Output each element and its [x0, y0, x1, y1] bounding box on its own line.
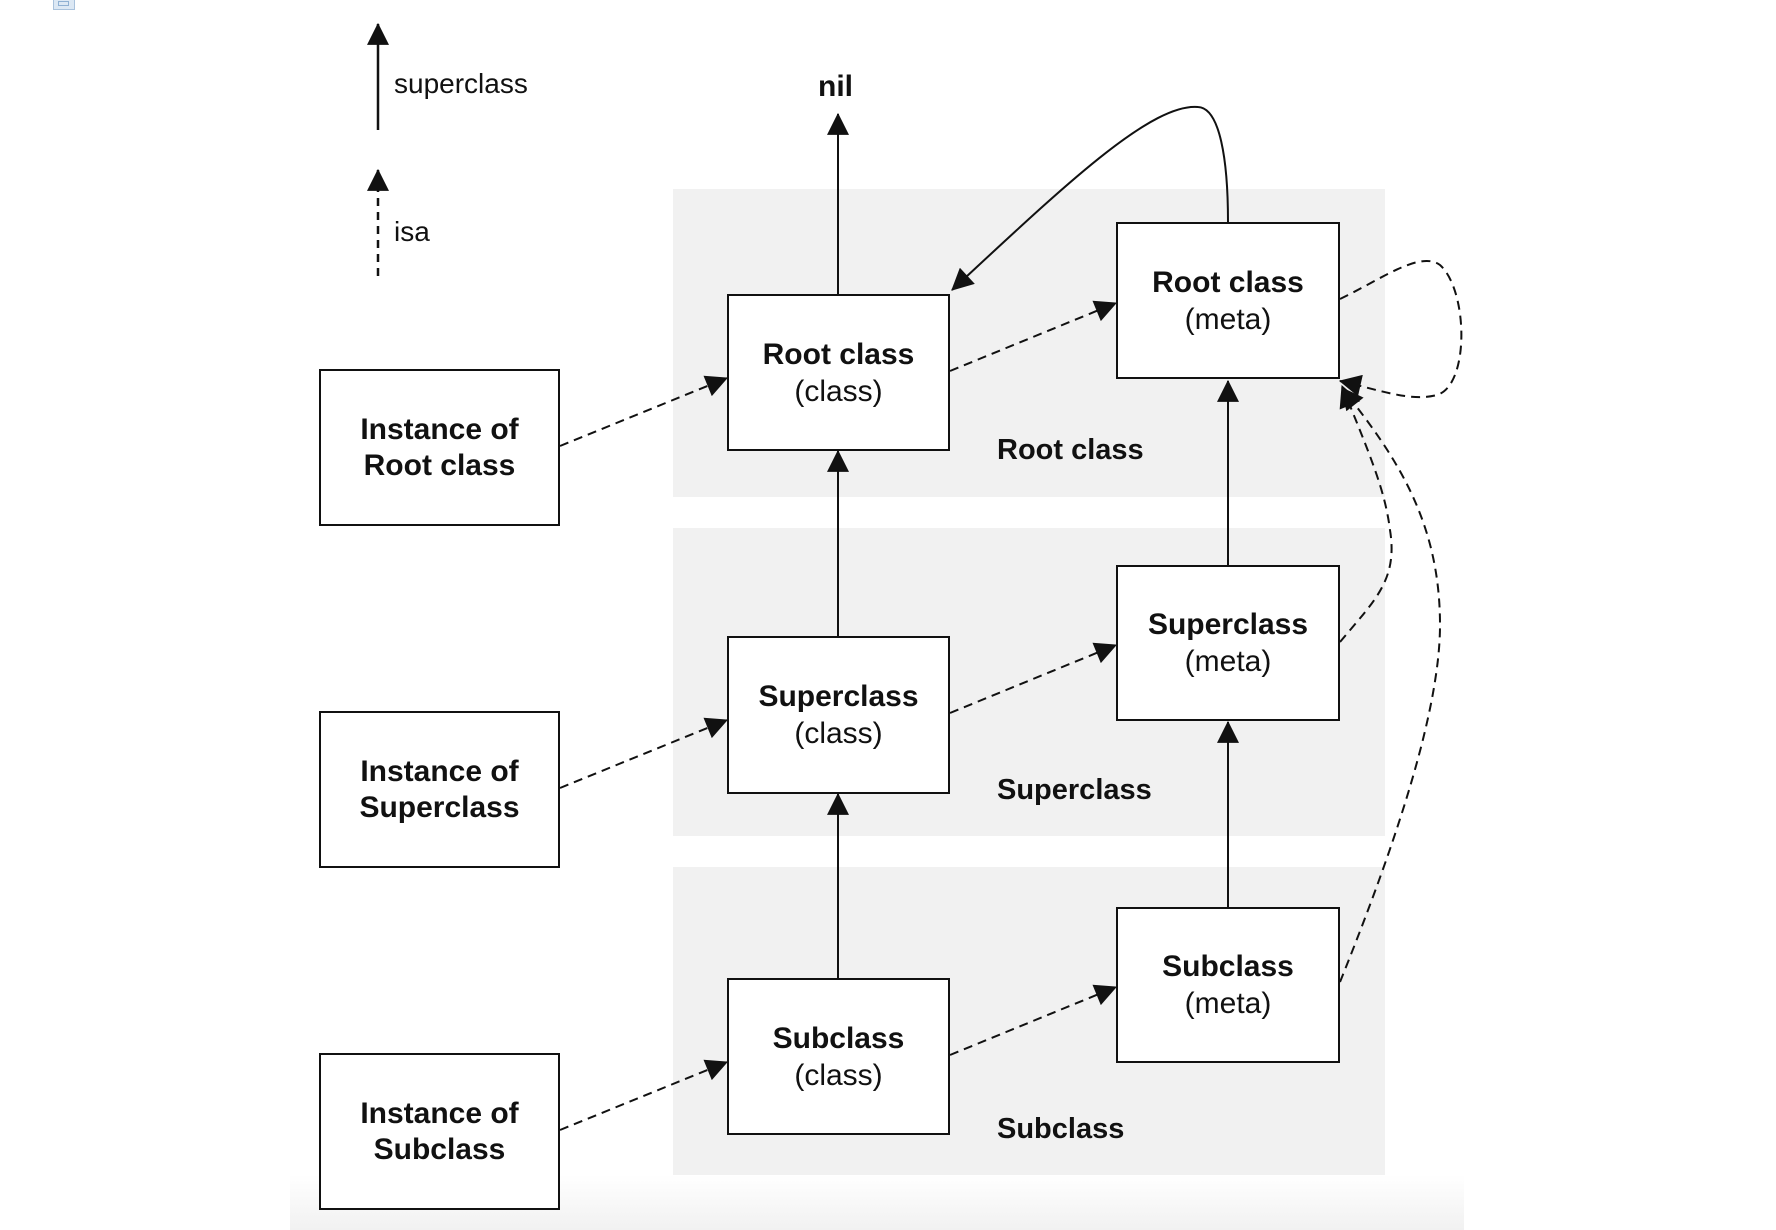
- root-class-kind: (class): [794, 374, 883, 408]
- isa-edge-supermeta-to-rootmeta: [1339, 384, 1393, 643]
- instance-sub-line2: Subclass: [373, 1132, 506, 1166]
- instance-root-class-box: Instance of Root class: [319, 369, 560, 526]
- subclass-class-name: Subclass: [772, 1021, 905, 1055]
- superclass-meta-name: Superclass: [1147, 608, 1309, 641]
- superclass-meta-box: Superclass (meta): [1116, 565, 1340, 721]
- instance-super-line1: Instance of: [360, 754, 519, 788]
- isa-edge-instance-super: [559, 717, 729, 789]
- superclass-class-name: Superclass: [758, 680, 919, 713]
- instance-superclass-box: Instance of Superclass: [319, 711, 560, 868]
- subclass-meta-name: Subclass: [1162, 950, 1294, 983]
- band-label-subclass: Subclass: [997, 1113, 1125, 1145]
- isa-edge-superclass-to-supermeta: [949, 642, 1118, 714]
- image-placeholder-icon: [53, 0, 75, 10]
- band-label-root-class: Root class: [997, 434, 1144, 466]
- superclass-class-kind: (class): [794, 717, 883, 750]
- instance-sub-line1: Instance of: [360, 1096, 519, 1130]
- root-meta-kind: (meta): [1184, 302, 1272, 336]
- isa-edge-rootmeta-self-loop: [1338, 259, 1463, 399]
- isa-edge-submeta-to-rootmeta: [1339, 387, 1442, 983]
- superclass-edge-rootmeta-to-rootclass: [951, 105, 1229, 291]
- root-meta-box: Root class (meta): [1116, 222, 1340, 379]
- root-class-box: Root class (class): [727, 294, 950, 451]
- root-class-name: Root class: [762, 337, 915, 371]
- subclass-meta-box: Subclass (meta): [1116, 907, 1340, 1063]
- superclass-meta-kind: (meta): [1184, 645, 1272, 678]
- band-label-superclass: Superclass: [997, 774, 1152, 806]
- isa-edge-subclass-to-submeta: [949, 984, 1118, 1056]
- root-meta-name: Root class: [1152, 265, 1304, 299]
- instance-root-line2: Root class: [363, 448, 516, 482]
- isa-edge-instance-sub: [559, 1059, 729, 1131]
- legend-isa-label: isa: [394, 216, 430, 247]
- subclass-class-box: Subclass (class): [727, 978, 950, 1135]
- legend-superclass-label: superclass: [394, 68, 528, 99]
- isa-edge-instance-root: [559, 375, 729, 447]
- instance-root-line1: Instance of: [360, 412, 519, 446]
- nil-label: nil: [818, 70, 853, 103]
- isa-edge-rootclass-to-rootmeta: [949, 300, 1118, 372]
- subclass-meta-kind: (meta): [1184, 987, 1272, 1020]
- instance-super-line2: Superclass: [359, 790, 520, 824]
- subclass-class-kind: (class): [794, 1058, 883, 1092]
- superclass-class-box: Superclass (class): [727, 636, 950, 794]
- instance-subclass-box: Instance of Subclass: [319, 1053, 560, 1210]
